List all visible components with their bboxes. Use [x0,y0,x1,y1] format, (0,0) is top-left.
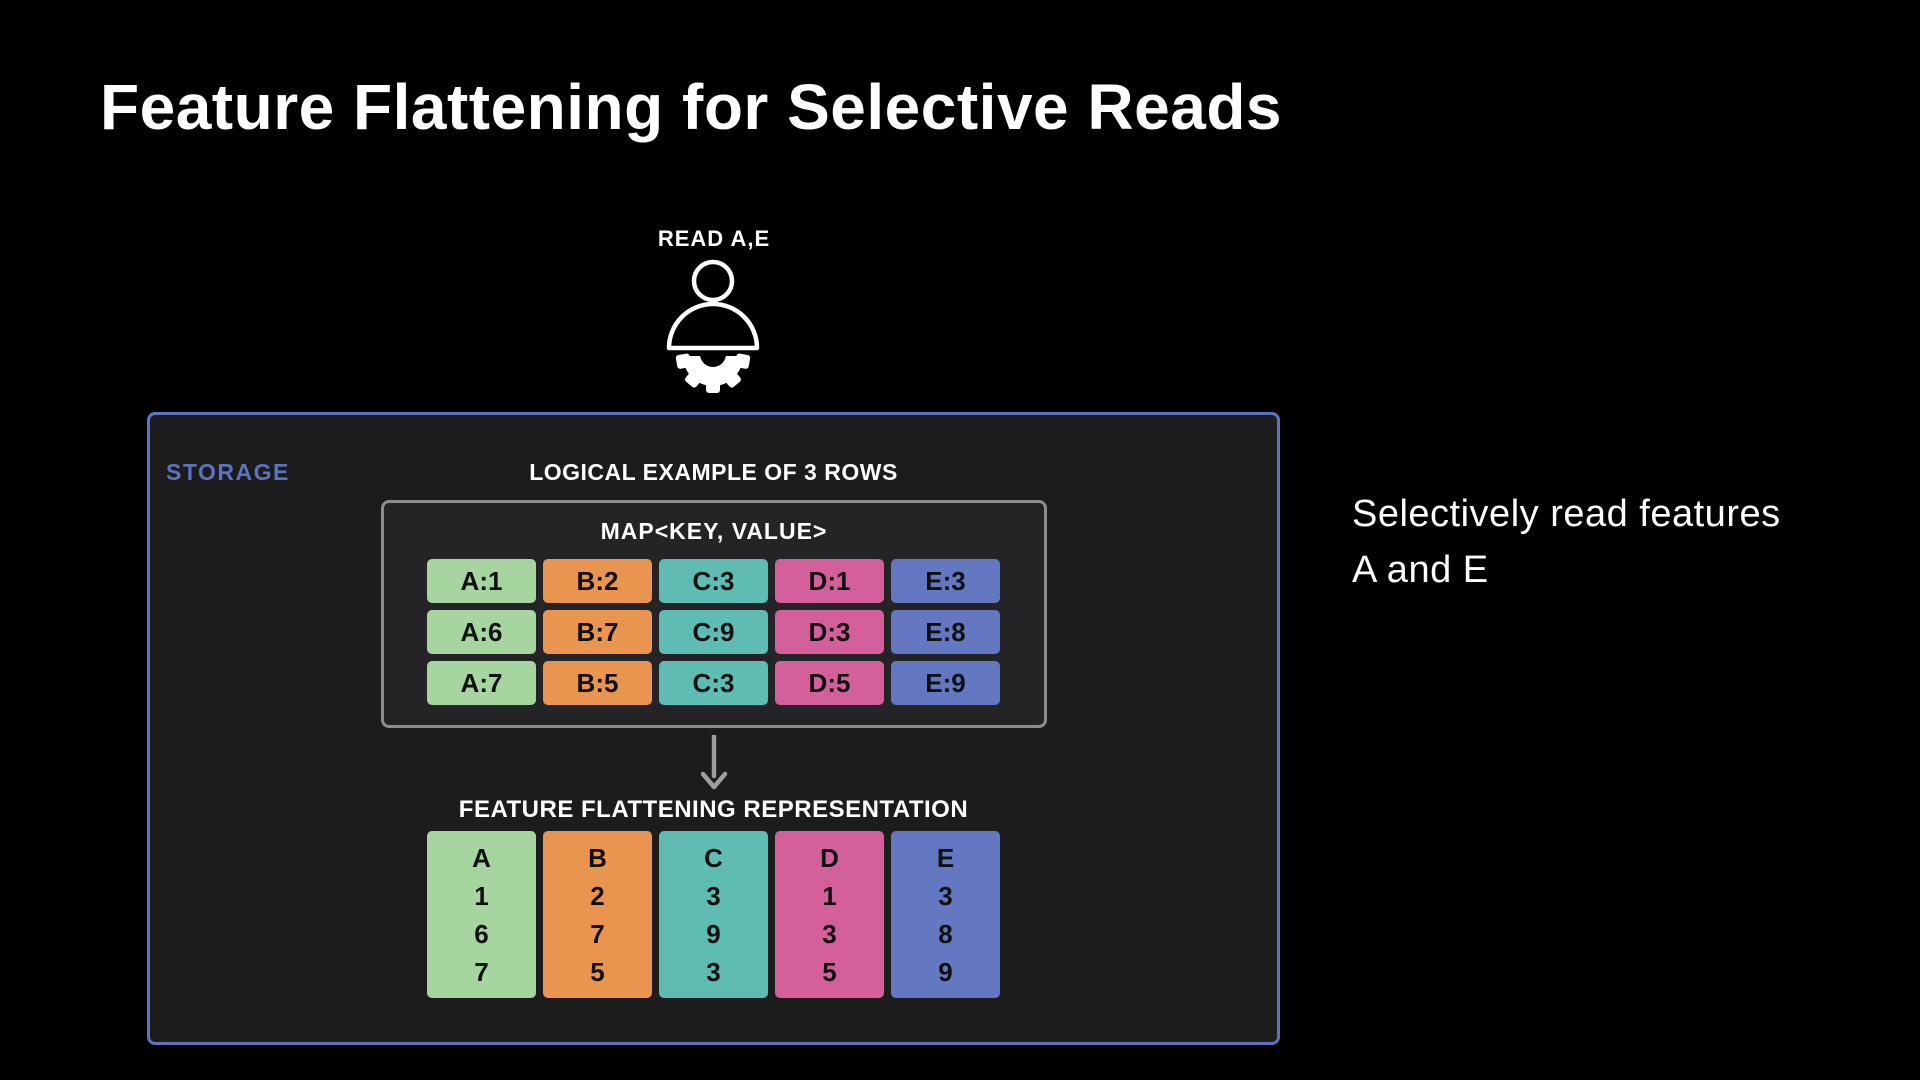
flatten-column-value: 1 [822,881,837,911]
person-gear-icon [666,259,760,393]
arrow-down-icon [700,735,728,790]
flatten-column: C 3 9 3 [659,831,768,998]
page-title: Feature Flattening for Selective Reads [100,71,1282,143]
flatten-column-value: 3 [822,919,837,949]
map-cell: E:3 [891,559,1000,603]
map-box-title: MAP<KEY, VALUE> [600,518,828,544]
flatten-column-value: 1 [474,881,489,911]
storage-label: STORAGE [166,459,290,485]
read-request-label: READ A,E [657,226,771,251]
map-cell: B:5 [543,661,652,705]
flatten-column-value: 7 [590,919,605,949]
flatten-representation-heading: FEATURE FLATTENING REPRESENTATION [458,796,969,823]
flatten-column: E 3 8 9 [891,831,1000,998]
map-cell: A:1 [427,559,536,603]
map-cell: C:3 [659,661,768,705]
flatten-column-value: 7 [474,957,489,987]
map-cell: C:3 [659,559,768,603]
flatten-columns: A 1 6 7 B 2 7 5 C 3 9 3 D 1 3 5 E 3 8 9 [427,831,1000,998]
map-cell: C:9 [659,610,768,654]
flatten-column-key: A [472,843,491,873]
flatten-column: D 1 3 5 [775,831,884,998]
flatten-column-value: 9 [938,957,953,987]
flatten-column-value: 3 [938,881,953,911]
flatten-column-value: 3 [706,881,721,911]
side-note-line1: Selectively read features [1352,493,1781,535]
flatten-column-key: E [936,843,955,873]
logical-example-heading: LOGICAL EXAMPLE OF 3 ROWS [529,459,898,485]
side-note: Selectively read features A and E [1352,486,1781,598]
map-cell: B:7 [543,610,652,654]
map-cell: D:1 [775,559,884,603]
flatten-column-value: 5 [822,957,837,987]
map-cell: E:9 [891,661,1000,705]
flatten-column-value: 2 [590,881,605,911]
flatten-column-value: 3 [706,957,721,987]
flatten-column-key: B [588,843,607,873]
flatten-column-value: 9 [706,919,721,949]
map-cell: D:3 [775,610,884,654]
map-cell: A:7 [427,661,536,705]
map-cell: B:2 [543,559,652,603]
map-cell: D:5 [775,661,884,705]
flatten-column-key: C [704,843,723,873]
map-cell: A:6 [427,610,536,654]
flatten-column: B 2 7 5 [543,831,652,998]
flatten-column: A 1 6 7 [427,831,536,998]
flatten-column-value: 6 [474,919,489,949]
map-cell: E:8 [891,610,1000,654]
flatten-column-key: D [820,843,839,873]
side-note-line2: A and E [1352,549,1489,591]
flatten-column-value: 5 [590,957,605,987]
flatten-column-value: 8 [938,919,953,949]
